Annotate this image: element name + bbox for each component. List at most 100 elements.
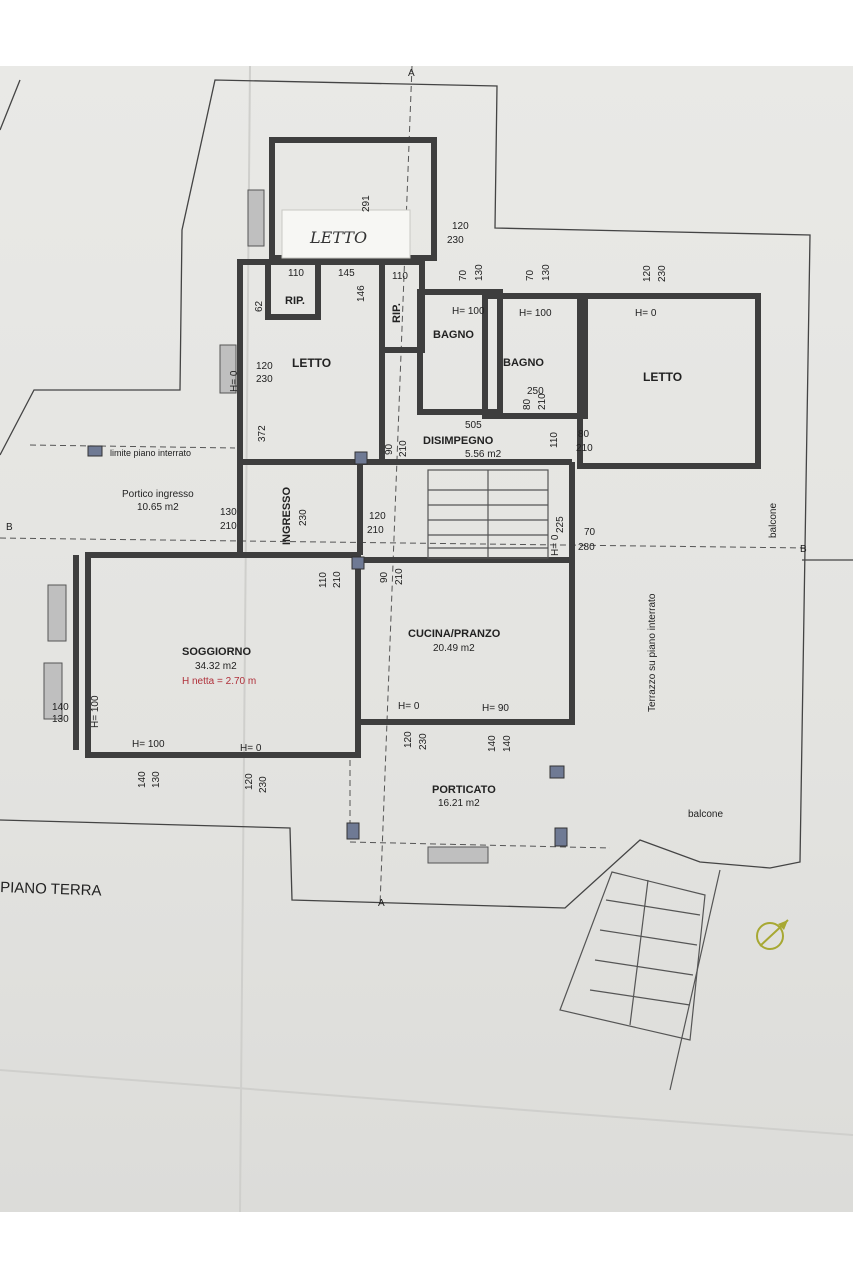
dim-h100-b: H= 100 (519, 308, 552, 319)
room-porticato-area: 16.21 m2 (438, 798, 480, 809)
dim-130-b: 130 (541, 264, 552, 281)
label-balcone-1: balcone (768, 503, 779, 538)
section-mark-b-left: B (6, 522, 13, 533)
window-grille (219, 344, 237, 394)
dim-70-c: 70 (584, 527, 596, 538)
dim-230-b: 230 (657, 265, 668, 282)
dim-h90: H= 90 (482, 703, 509, 714)
room-cucina: CUCINA/PRANZO (408, 628, 501, 640)
dim-h0-d: H= 0 (398, 701, 420, 712)
dim-210-a: 210 (537, 393, 548, 410)
room-letto-west: LETTO (292, 356, 331, 370)
label-balcone-2: balcone (688, 809, 723, 820)
section-line-a (379, 65, 413, 906)
dim-250: 250 (527, 386, 544, 397)
dim-110-d: 110 (318, 572, 329, 588)
room-bagno-2: BAGNO (503, 357, 544, 369)
dim-120-d: 120 (244, 773, 255, 790)
dim-120-c: 120 (369, 511, 386, 522)
pillar (351, 556, 365, 570)
dim-120-e: 120 (403, 731, 414, 748)
dim-80-b: 80 (578, 429, 590, 440)
dim-70-b: 70 (525, 269, 536, 281)
room-letto-east: LETTO (643, 370, 682, 384)
dim-230-top: 230 (447, 235, 464, 246)
room-disimpegno: DISIMPEGNO (423, 435, 494, 447)
plan-title: PIANO TERRA (0, 879, 102, 900)
dim-210-g: 210 (394, 568, 405, 585)
section-line-b (0, 537, 807, 549)
room-soggiorno-area: 34.32 m2 (195, 661, 237, 672)
wall-rip1 (265, 259, 321, 320)
site-boundary (0, 79, 811, 909)
section-mark-a-bottom: A (378, 898, 385, 909)
dimension-labels: 291 120 230 110 145 110 146 62 70 130 70… (52, 195, 668, 793)
dim-280: 280 (578, 542, 595, 553)
doormat (427, 846, 489, 864)
porch-edge-dashed (349, 841, 611, 849)
dim-210-b: 210 (576, 443, 593, 454)
dim-210-d: 210 (220, 521, 237, 532)
dim-h100-d: H= 100 (132, 739, 165, 750)
wall-bagno2 (482, 293, 588, 419)
room-portico-ingresso-area: 10.65 m2 (137, 502, 179, 513)
dim-70-a: 70 (458, 269, 469, 281)
internal-stairs (427, 469, 549, 559)
dim-80-a: 80 (522, 398, 533, 410)
room-ingresso: INGRESSO (281, 486, 293, 545)
dim-210-e: 210 (367, 525, 384, 536)
dim-505: 505 (465, 420, 482, 431)
dim-h0-c: H= 0 (240, 743, 262, 754)
dim-372: 372 (257, 425, 268, 442)
handwritten-note: LETTO (309, 228, 367, 247)
room-rip-1: RIP. (285, 295, 305, 307)
wall-cucina (355, 557, 575, 725)
room-terrazzo: Terrazzo su piano interrato (647, 593, 658, 712)
section-mark-a-top: A (408, 68, 415, 79)
dim-140-c: 140 (487, 735, 498, 752)
paper-fold-horizontal (0, 1069, 853, 1136)
dim-145: 145 (338, 268, 355, 279)
window-grille (43, 662, 63, 720)
label-limite: limite piano interrato (110, 448, 191, 458)
pillar (554, 827, 568, 847)
room-bagno-1: BAGNO (433, 329, 474, 341)
room-soggiorno: SOGGIORNO (182, 646, 252, 658)
room-disimpegno-area: 5.56 m2 (465, 449, 502, 460)
dim-230-e: 230 (418, 733, 429, 750)
dim-140-d: 140 (502, 735, 513, 752)
wall-bagno1 (417, 289, 503, 415)
dim-110-a: 110 (288, 268, 304, 279)
dim-130-d: 130 (52, 714, 69, 725)
pillar (87, 445, 103, 457)
dim-90-b: 90 (379, 571, 390, 583)
dim-h100-c: H= 100 (90, 695, 101, 728)
room-porticato: PORTICATO (432, 784, 496, 796)
window-grille (47, 584, 67, 642)
dim-210-c: 210 (398, 440, 409, 457)
dim-130-a: 130 (474, 264, 485, 281)
section-mark-b-right: B (800, 544, 807, 555)
dim-230-d: 230 (258, 776, 269, 793)
dim-140-b: 140 (137, 771, 148, 788)
dim-130-e: 130 (151, 771, 162, 788)
dim-110-c: 110 (549, 432, 560, 448)
dim-230-c: 230 (298, 509, 309, 526)
dim-110-b: 110 (392, 271, 408, 282)
dim-120-top: 120 (452, 221, 469, 232)
external-stairs (559, 869, 721, 1091)
room-soggiorno-height: H netta = 2.70 m (182, 676, 256, 687)
sticky-note (281, 209, 411, 259)
dim-62: 62 (254, 300, 265, 312)
dim-h100-a: H= 100 (452, 306, 485, 317)
dim-h0-a: H= 0 (635, 308, 657, 319)
limite-dashed (29, 444, 236, 449)
dim-130-c: 130 (220, 507, 237, 518)
wall-letto-east (577, 293, 761, 469)
dim-230-w: 230 (256, 374, 273, 385)
dim-291: 291 (361, 195, 372, 212)
pillar (346, 822, 360, 840)
paper-fold-vertical (239, 65, 251, 1213)
dim-h0-west: H= 0 (229, 370, 240, 392)
